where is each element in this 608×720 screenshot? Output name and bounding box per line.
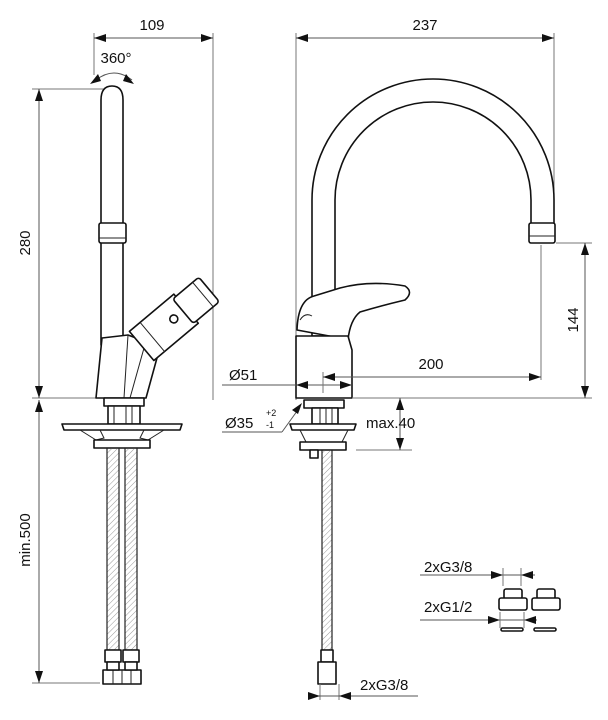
dimension-min500: min.500: [17, 400, 100, 684]
dimension-label-144: 144: [565, 307, 582, 332]
hose: [321, 449, 333, 651]
dimension-label-max40: max.40: [366, 415, 415, 432]
body-front: [295, 335, 353, 399]
dimension-label-109: 109: [139, 17, 164, 34]
side-view: 109 360° 280: [17, 17, 219, 685]
dimension-144: 144: [352, 242, 592, 399]
rotation-label: 360°: [100, 50, 131, 67]
dimension-200: 200: [323, 245, 542, 381]
dimension-label-237: 237: [412, 17, 437, 34]
mounting-side: [61, 397, 183, 449]
adapter-label-g12: 2xG1/2: [424, 599, 472, 616]
adapters-detail: 2xG3/8 2xG1/2: [420, 559, 561, 632]
dimension-label-d51: Ø51: [229, 367, 257, 384]
rotation-indicator: 360°: [90, 50, 134, 84]
adapter-label-g38: 2xG3/8: [424, 559, 472, 576]
dimension-label-d35: Ø35: [225, 415, 253, 432]
tolerance-minus: -1: [266, 420, 274, 430]
dimension-d35: Ø35 +2 -1: [222, 403, 302, 433]
lever-side: [128, 277, 219, 362]
dimension-max40: max.40: [356, 398, 415, 451]
spout-front: [311, 78, 556, 337]
front-view: 237 Ø51 200: [222, 17, 592, 700]
hose: [124, 447, 138, 651]
dimension-label-200: 200: [418, 356, 443, 373]
dimension-label-min500: min.500: [17, 513, 34, 566]
tolerance-plus: +2: [266, 408, 276, 418]
dimension-hose-connection: 2xG3/8: [308, 677, 418, 700]
dimension-label-hose-connection: 2xG3/8: [360, 677, 408, 694]
dimension-label-280: 280: [17, 230, 34, 255]
mounting-front: [289, 399, 357, 685]
spout-side: [98, 85, 127, 346]
lever-front: [296, 282, 411, 341]
dimension-280: 280: [17, 88, 112, 399]
dimension-d51: Ø51: [222, 367, 352, 393]
body-side: [95, 277, 219, 399]
hose: [106, 447, 120, 651]
dimension-109: 109: [93, 17, 214, 400]
hoses-side: [102, 447, 142, 685]
